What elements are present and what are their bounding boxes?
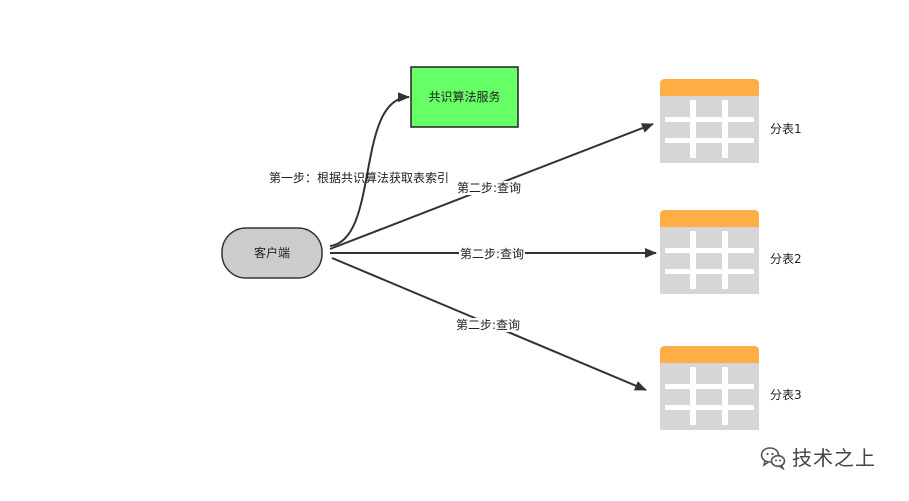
client-node-label: 客户端 <box>253 246 290 260</box>
watermark: 技术之上 <box>760 446 876 470</box>
table-icon-2 <box>660 210 759 294</box>
table-3-label: 分表3 <box>770 388 802 402</box>
table-2-label: 分表2 <box>770 252 802 266</box>
edge-query-3-label: 第二步:查询 <box>455 318 522 332</box>
table-icon-3 <box>660 346 759 430</box>
edge-query-2-label: 第二步:查询 <box>459 247 526 261</box>
edge-step1-label: 第一步：根据共识算法获取表索引 <box>269 171 450 185</box>
edge-query-1-label: 第二步:查询 <box>456 181 523 195</box>
watermark-text: 技术之上 <box>792 446 876 470</box>
edge-step1 <box>329 92 410 247</box>
client-node <box>221 227 323 279</box>
service-node-label: 共识算法服务 <box>428 90 501 104</box>
service-node <box>410 66 519 128</box>
table-icon-1 <box>660 79 759 163</box>
table-1-label: 分表1 <box>770 122 802 136</box>
wechat-icon <box>760 447 786 470</box>
